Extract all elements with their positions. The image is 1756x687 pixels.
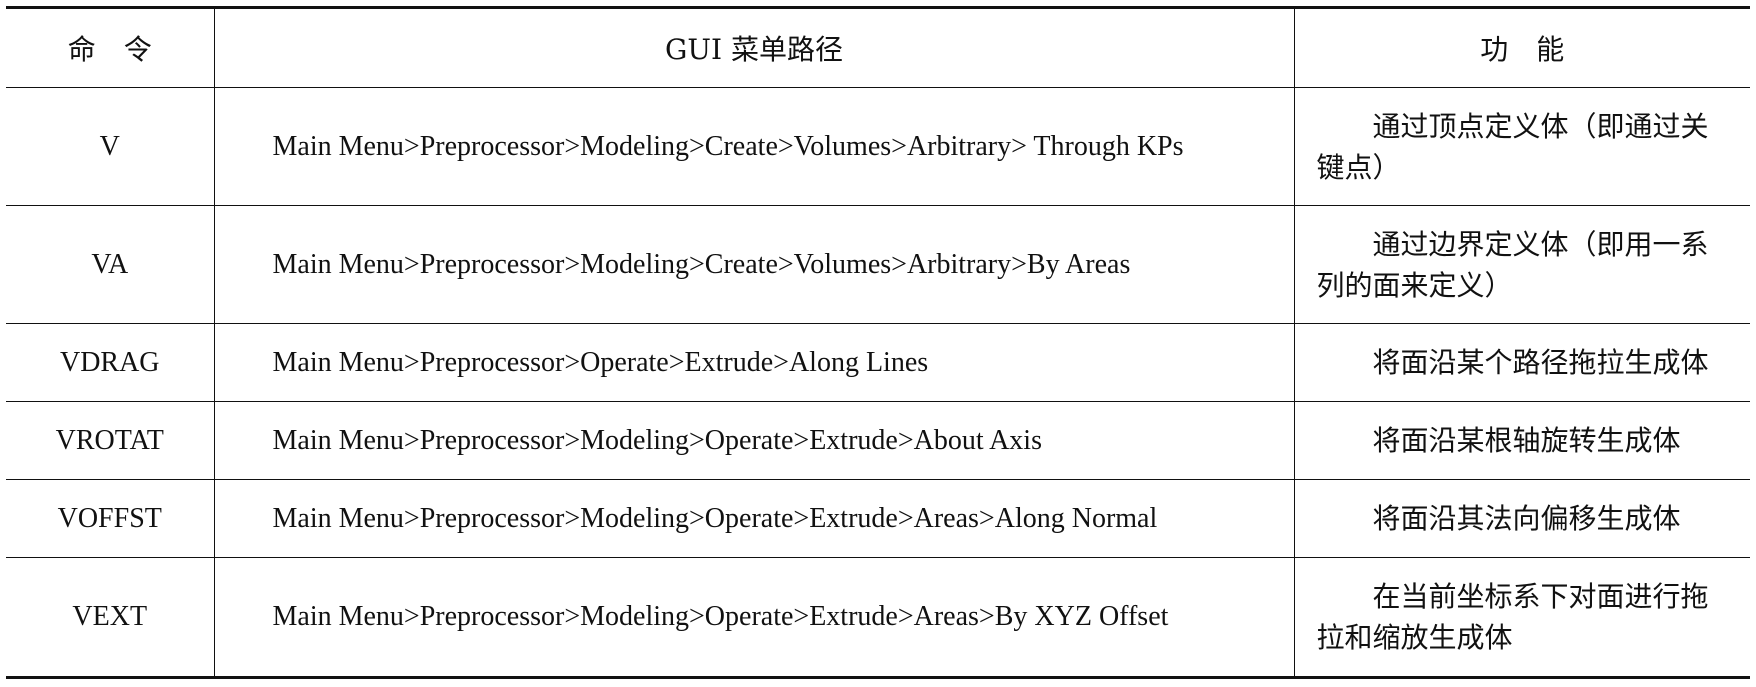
volume-commands-table: 命 令 GUI 菜单路径 功 能 V Main Menu>Preprocesso… (6, 6, 1750, 679)
gui-path-cell: Main Menu>Preprocessor>Modeling>Create>V… (213, 87, 1295, 206)
table-row: VEXT Main Menu>Preprocessor>Modeling>Ope… (6, 557, 1750, 679)
command-cell: V (6, 87, 215, 206)
table-row: V Main Menu>Preprocessor>Modeling>Create… (6, 87, 1750, 206)
table-header-row: 命 令 GUI 菜单路径 功 能 (6, 6, 1750, 88)
function-cell: 将面沿某个路径拖拉生成体 (1293, 323, 1750, 402)
gui-path-cell: Main Menu>Preprocessor>Modeling>Operate>… (213, 479, 1295, 558)
gui-path-cell: Main Menu>Preprocessor>Operate>Extrude>A… (213, 323, 1295, 402)
command-cell: VROTAT (6, 401, 215, 480)
command-cell: VEXT (6, 557, 215, 679)
table-row: VDRAG Main Menu>Preprocessor>Operate>Ext… (6, 323, 1750, 402)
header-command: 命 令 (6, 6, 215, 88)
header-function: 功 能 (1293, 6, 1750, 88)
function-cell: 通过边界定义体（即用一系列的面来定义） (1293, 205, 1750, 324)
function-cell: 在当前坐标系下对面进行拖拉和缩放生成体 (1293, 557, 1750, 679)
function-cell: 将面沿某根轴旋转生成体 (1293, 401, 1750, 480)
command-cell: VOFFST (6, 479, 215, 558)
gui-path-cell: Main Menu>Preprocessor>Modeling>Operate>… (213, 401, 1295, 480)
function-cell: 通过顶点定义体（即通过关键点） (1293, 87, 1750, 206)
table-row: VA Main Menu>Preprocessor>Modeling>Creat… (6, 205, 1750, 324)
table-row: VROTAT Main Menu>Preprocessor>Modeling>O… (6, 401, 1750, 480)
command-table-container: 命 令 GUI 菜单路径 功 能 V Main Menu>Preprocesso… (6, 6, 1750, 679)
gui-path-cell: Main Menu>Preprocessor>Modeling>Create>V… (213, 205, 1295, 324)
gui-path-cell: Main Menu>Preprocessor>Modeling>Operate>… (213, 557, 1295, 679)
header-gui-path: GUI 菜单路径 (213, 6, 1295, 88)
function-cell: 将面沿其法向偏移生成体 (1293, 479, 1750, 558)
command-cell: VDRAG (6, 323, 215, 402)
command-cell: VA (6, 205, 215, 324)
table-row: VOFFST Main Menu>Preprocessor>Modeling>O… (6, 479, 1750, 558)
